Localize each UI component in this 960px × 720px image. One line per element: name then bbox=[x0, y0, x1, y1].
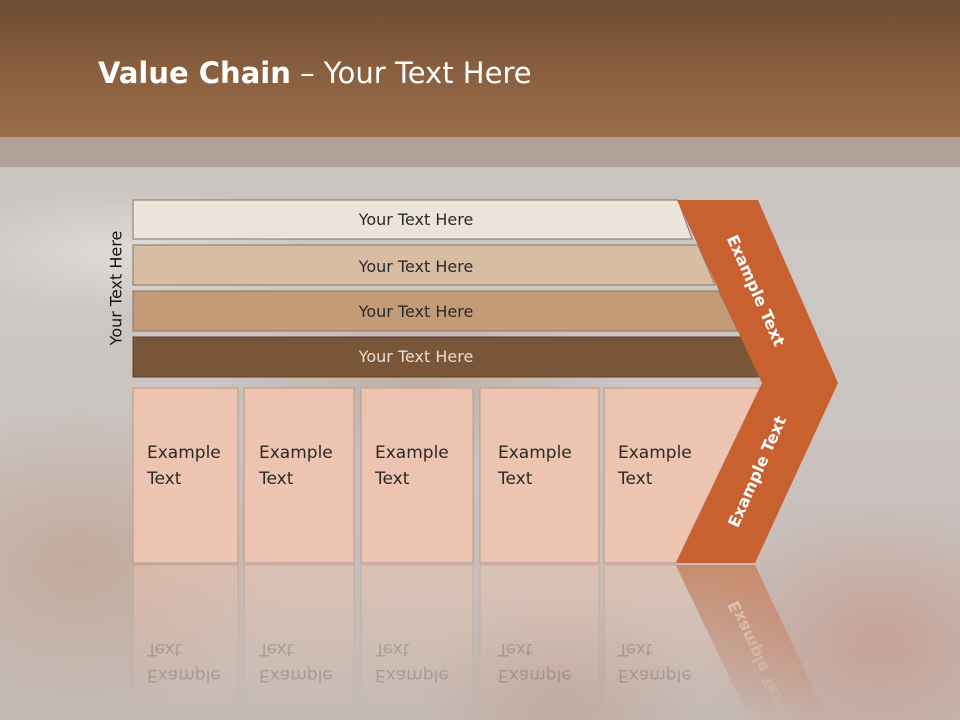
reflection-line1: Example bbox=[498, 665, 572, 685]
row-bar-1 bbox=[132, 199, 693, 240]
reflection-line2: Text bbox=[618, 639, 653, 659]
column-text-2-line2: Text bbox=[259, 469, 294, 489]
column-box-1 bbox=[132, 387, 239, 564]
column-text-4-line2: Text bbox=[498, 469, 533, 489]
column-box-3 bbox=[360, 387, 474, 564]
column-box-4 bbox=[479, 387, 600, 564]
column-text-1-line2: Text bbox=[147, 469, 182, 489]
column-text-1-reflection: Example Text bbox=[147, 636, 221, 688]
reflection-line2: Text bbox=[259, 639, 294, 659]
row-label-2: Your Text Here bbox=[358, 257, 474, 276]
reflection-line1: Example bbox=[147, 665, 221, 685]
reflection-line2: Text bbox=[147, 639, 182, 659]
title-bold: Value Chain bbox=[98, 56, 291, 90]
column-text-5-reflection: Example Text bbox=[618, 636, 692, 688]
row-label-1: Your Text Here bbox=[358, 210, 474, 229]
header-subband bbox=[0, 137, 960, 167]
slide-title: Value Chain – Your Text Here bbox=[98, 56, 532, 90]
column-box-2 bbox=[243, 387, 355, 564]
reflection-line2: Text bbox=[375, 639, 410, 659]
title-rest: – Your Text Here bbox=[290, 56, 532, 90]
row-bar-2 bbox=[132, 244, 716, 286]
header-band bbox=[0, 0, 960, 137]
column-text-5-line1: Example bbox=[618, 443, 692, 463]
column-text-3-reflection: Example Text bbox=[375, 636, 449, 688]
row-label-3: Your Text Here bbox=[358, 302, 474, 321]
reflection-line2: Text bbox=[498, 639, 533, 659]
reflection-line1: Example bbox=[375, 665, 449, 685]
reflection-line1: Example bbox=[259, 665, 333, 685]
chevron-upper bbox=[677, 200, 838, 383]
column-text-5-line2: Text bbox=[618, 469, 653, 489]
column-text-2-reflection: Example Text bbox=[259, 636, 333, 688]
column-text-3-line1: Example bbox=[375, 443, 449, 463]
column-text-3-line2: Text bbox=[375, 469, 410, 489]
column-text-1-line1: Example bbox=[147, 443, 221, 463]
reflection-line1: Example bbox=[618, 665, 692, 685]
row-label-4: Your Text Here bbox=[358, 347, 474, 366]
column-text-2-line1: Example bbox=[259, 443, 333, 463]
column-text-4-reflection: Example Text bbox=[498, 636, 572, 688]
column-text-4-line1: Example bbox=[498, 443, 572, 463]
diagram-reflection bbox=[132, 564, 829, 720]
chevron-lower bbox=[676, 383, 838, 563]
